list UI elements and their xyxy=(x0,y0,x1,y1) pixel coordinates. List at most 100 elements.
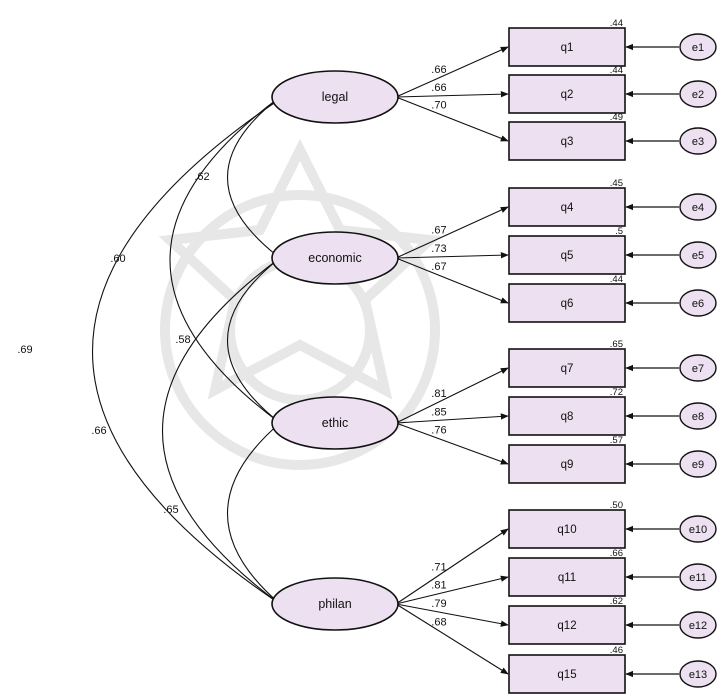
loading-path-layer: .66.66.70.67.73.67.81.85.76.71.81.79.68 xyxy=(395,43,679,678)
error-label: e4 xyxy=(692,202,704,214)
indicator-box xyxy=(508,605,626,645)
error-label: e2 xyxy=(692,89,704,101)
correlation-value: .66 xyxy=(91,425,106,437)
indicator-box xyxy=(508,348,626,388)
indicator-box xyxy=(508,27,626,67)
indicator-box xyxy=(508,121,626,161)
error-label: e3 xyxy=(692,136,704,148)
r-squared-value: .45 xyxy=(610,178,623,189)
error-term xyxy=(679,660,717,688)
correlation-arc xyxy=(91,98,281,605)
indicator-label: q6 xyxy=(561,298,574,310)
error-label: e11 xyxy=(689,572,707,584)
error-label: e8 xyxy=(692,411,704,423)
loading-arrow xyxy=(395,422,509,465)
correlation-value: .65 xyxy=(163,504,178,516)
loading-arrow xyxy=(395,96,509,142)
loading-arrow xyxy=(395,367,509,424)
loading-arrow xyxy=(395,413,509,424)
node-layer: q1.44e1q2.44e2q3.49e3q4.45e4q5.5e5q6.44e… xyxy=(271,18,717,694)
loading-arrow xyxy=(395,206,509,259)
loading-value: .71 xyxy=(431,562,446,574)
correlation-arc xyxy=(162,257,281,605)
indicator-box xyxy=(508,444,626,484)
error-label: e5 xyxy=(692,250,704,262)
indicator-box xyxy=(508,396,626,436)
error-term xyxy=(679,450,717,478)
error-label: e6 xyxy=(692,298,704,310)
correlation-value: .62 xyxy=(194,171,209,183)
indicator-label: q8 xyxy=(561,411,574,423)
latent-legal-ellipse xyxy=(271,70,399,124)
latent-economic-ellipse xyxy=(271,231,399,285)
error-term xyxy=(679,402,717,430)
correlation-layer: .62.60.69.58.66.65 xyxy=(17,96,281,605)
r-squared-value: .49 xyxy=(610,112,623,123)
r-squared-value: .50 xyxy=(610,500,623,511)
latent-economic-label: economic xyxy=(308,251,362,265)
error-term xyxy=(679,193,717,221)
indicator-box xyxy=(508,283,626,323)
loading-arrow xyxy=(395,46,509,98)
error-label: e13 xyxy=(689,669,707,681)
indicator-label: q2 xyxy=(561,89,574,101)
indicator-label: q5 xyxy=(561,250,574,262)
loading-value: .70 xyxy=(431,100,446,112)
correlation-arc xyxy=(226,422,281,605)
r-squared-value: .46 xyxy=(610,645,623,656)
r-squared-value: .44 xyxy=(610,18,623,29)
indicator-label: q12 xyxy=(557,620,576,632)
correlation-value: .69 xyxy=(17,344,32,356)
r-squared-value: .44 xyxy=(610,274,623,285)
error-label: e10 xyxy=(689,524,707,536)
latent-legal-label: legal xyxy=(322,90,348,104)
r-squared-value: .57 xyxy=(610,435,623,446)
correlation-arc xyxy=(226,96,281,259)
loading-arrow xyxy=(395,603,509,675)
indicator-label: q11 xyxy=(558,572,576,584)
correlation-arc xyxy=(169,96,281,424)
r-squared-value: .72 xyxy=(610,387,623,398)
indicator-box xyxy=(508,187,626,227)
error-label: e12 xyxy=(689,620,707,632)
indicator-box xyxy=(508,509,626,549)
correlation-arc xyxy=(226,257,281,424)
loading-value: .66 xyxy=(431,82,446,94)
loading-value: .67 xyxy=(431,261,446,273)
indicator-box xyxy=(508,235,626,275)
error-label: e9 xyxy=(692,459,704,471)
loading-value: .81 xyxy=(431,580,446,592)
error-term xyxy=(679,563,717,591)
loading-arrow xyxy=(395,575,509,605)
loading-value: .66 xyxy=(431,64,446,76)
loading-arrow xyxy=(395,528,509,605)
r-squared-value: .44 xyxy=(610,65,623,76)
loading-value: .79 xyxy=(431,598,446,610)
error-term xyxy=(679,241,717,269)
loading-value: .68 xyxy=(431,617,446,629)
indicator-box xyxy=(508,74,626,114)
indicator-label: q10 xyxy=(557,524,576,536)
error-term xyxy=(679,127,717,155)
r-squared-value: .66 xyxy=(610,548,623,559)
loading-arrow xyxy=(395,257,509,304)
loading-arrow xyxy=(395,251,509,259)
r-squared-value: .62 xyxy=(610,596,623,607)
indicator-box xyxy=(508,557,626,597)
r-squared-value: .5 xyxy=(615,226,623,237)
loading-value: .76 xyxy=(431,425,446,437)
error-label: e7 xyxy=(692,363,704,375)
latent-philan-label: philan xyxy=(318,597,351,611)
error-label: e1 xyxy=(692,42,704,54)
loading-value: .85 xyxy=(431,406,446,418)
r-squared-value: .65 xyxy=(610,339,623,350)
correlation-value: .58 xyxy=(175,334,190,346)
indicator-label: q4 xyxy=(561,202,574,214)
latent-ethic-label: ethic xyxy=(322,416,348,430)
latent-ethic-ellipse xyxy=(271,396,399,450)
indicator-label: q9 xyxy=(561,459,574,471)
error-term xyxy=(679,289,717,317)
error-term xyxy=(679,80,717,108)
loading-value: .73 xyxy=(431,243,446,255)
